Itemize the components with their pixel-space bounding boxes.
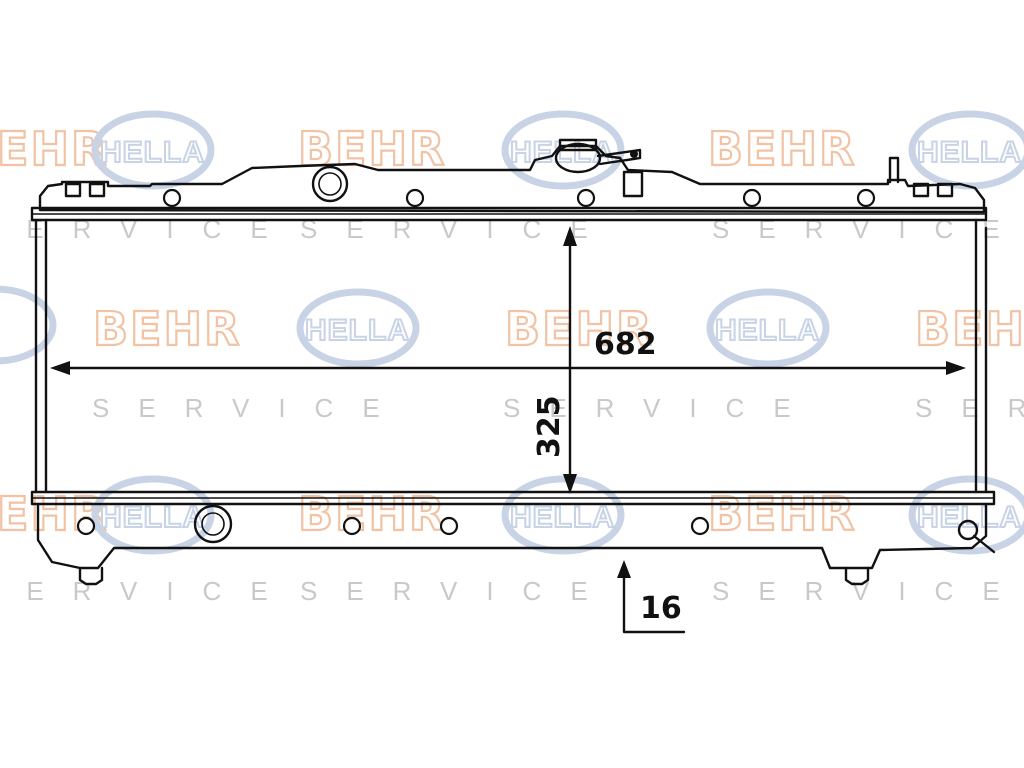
watermark-hella: HELLA xyxy=(917,136,1022,169)
bottom-bolt xyxy=(76,516,96,536)
watermark-hella-logo: HELLA xyxy=(908,475,1024,555)
top-lug xyxy=(64,182,82,198)
watermark-behr: BEHR xyxy=(0,122,108,176)
top-left-port xyxy=(311,165,349,203)
watermark-service: SERVICE xyxy=(503,393,820,423)
top-bolt xyxy=(742,188,762,208)
height-arrow-top xyxy=(563,226,577,246)
overflow-pipe xyxy=(888,156,900,184)
radiator xyxy=(30,138,996,586)
depth-arrow xyxy=(617,560,631,578)
watermark-hella-logo: HELLA xyxy=(296,288,420,368)
bottom-bolt xyxy=(342,516,362,536)
watermark-hella-logo: HELLA xyxy=(501,475,625,555)
top-lug xyxy=(912,182,930,198)
width-label: 682 xyxy=(594,327,657,362)
watermark-hella: HELLA xyxy=(305,314,410,347)
watermark-behr: BEHR xyxy=(93,302,241,356)
watermark-hella: HELLA xyxy=(917,501,1022,534)
bottom-outlet-port xyxy=(193,504,233,544)
watermark-service: SERVICE xyxy=(300,576,617,606)
height-arrow-bottom xyxy=(563,474,577,494)
watermark-behr: BEHR xyxy=(708,122,856,176)
right-side-rail xyxy=(974,218,988,494)
watermark-behr: BEHR xyxy=(505,302,653,356)
bottom-foot xyxy=(78,566,104,586)
bottom-foot xyxy=(844,566,870,586)
watermark-hella: HELLA xyxy=(510,501,615,534)
watermark-service: SERVICE xyxy=(0,214,297,244)
watermark-service: SERVICE xyxy=(915,393,1024,423)
watermark-behr: BEHR xyxy=(708,487,856,541)
top-left-port-inner xyxy=(318,172,342,196)
watermark-hella-logo: HELLA xyxy=(91,475,215,555)
top-lug xyxy=(936,182,954,198)
watermark-hella-logo: HELLA xyxy=(908,110,1024,190)
width-arrow-left xyxy=(50,361,70,375)
watermark-hella-logo: HELLA xyxy=(706,288,830,368)
watermark-service: SERVICE xyxy=(0,576,297,606)
drain-plug xyxy=(957,519,996,554)
bottom-bolt xyxy=(690,516,710,536)
watermark-hella-logo xyxy=(0,285,57,365)
watermark-hella: HELLA xyxy=(100,501,205,534)
bottom-bolt xyxy=(439,516,459,536)
watermark-behr: BEHR xyxy=(298,487,446,541)
depth-leader xyxy=(622,570,686,634)
top-tank xyxy=(38,144,986,214)
watermark-layer: BEHR HELLA BEHR HELLA BEHR HELLA SERVICE… xyxy=(0,110,1024,606)
top-spigot xyxy=(622,170,644,198)
dimension-height: 325 xyxy=(532,226,577,494)
height-label: 325 xyxy=(532,395,567,458)
watermark-service: SERVICE xyxy=(92,393,409,423)
top-bolt xyxy=(405,188,425,208)
top-lug xyxy=(88,182,106,198)
depth-label: 16 xyxy=(640,591,682,626)
dimension-width: 682 xyxy=(50,327,966,375)
bottom-outlet-port-inner xyxy=(201,512,225,536)
watermark-service: SERVICE xyxy=(712,576,1024,606)
watermark-hella: HELLA xyxy=(715,314,820,347)
left-side-rail xyxy=(34,218,48,494)
width-arrow-right xyxy=(946,361,966,375)
watermark-behr: BEHR xyxy=(915,302,1024,356)
watermark-hella: HELLA xyxy=(100,136,205,169)
top-bolt xyxy=(162,188,182,208)
dimension-depth: 16 xyxy=(617,560,686,634)
radiator-cap xyxy=(554,138,642,174)
top-bolt xyxy=(856,188,876,208)
top-bolt xyxy=(576,188,596,208)
bottom-tank xyxy=(36,502,988,570)
watermark-hella-logo: HELLA xyxy=(91,110,215,190)
